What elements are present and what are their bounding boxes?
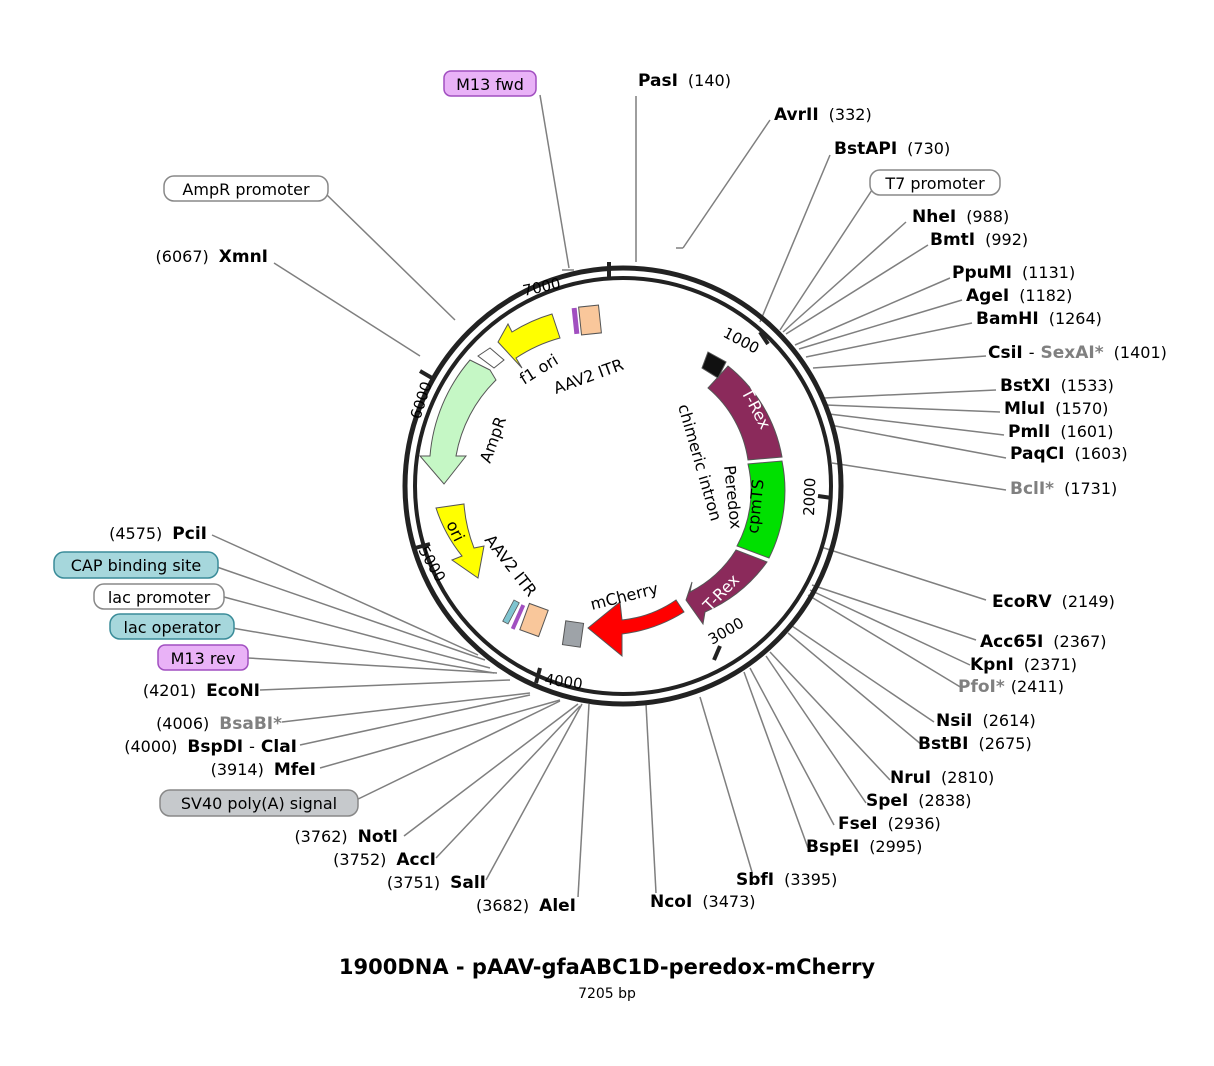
enzyme-label[interactable]: SpeI(2838): [866, 791, 971, 811]
feature-cpmts[interactable]: [736, 460, 786, 559]
enzyme-label[interactable]: PmlI(1601): [1008, 422, 1114, 442]
enzyme-label[interactable]: BstXI(1533): [1000, 376, 1114, 396]
tick-2000: 2000: [800, 477, 819, 516]
tick-4000: 4000: [543, 670, 583, 693]
enzyme-label[interactable]: BstBI(2675): [918, 734, 1032, 754]
feature-ampr-promoter[interactable]: [477, 347, 505, 369]
feature-itr-bottom[interactable]: [519, 602, 549, 638]
label-aav2-itr-top: AAV2 ITR: [551, 355, 626, 398]
enzyme-label[interactable]: PaqCI(1603): [1010, 444, 1128, 464]
feature-bottom-blue: [502, 599, 520, 625]
feature-trex-1[interactable]: [707, 365, 783, 461]
backbone-inner: [413, 276, 833, 696]
plasmid-title: 1900DNA - pAAV-gfaABC1D-peredox-mCherry: [338, 955, 876, 979]
feature-ampr[interactable]: [418, 359, 497, 485]
enzyme-label[interactable]: NheI(988): [912, 207, 1009, 227]
enzyme-label[interactable]: (3751)SalI: [387, 873, 486, 893]
enzyme-label[interactable]: PasI(140): [638, 71, 731, 91]
feature-chimeric-intron[interactable]: [701, 351, 727, 379]
enzymes-bottom-right: EcoRV(2149) Acc65I(2367) KpnI(2371) PfoI…: [650, 592, 1115, 912]
lac-operator-label: lac operator: [124, 618, 221, 637]
enzyme-label[interactable]: AgeI(1182): [966, 286, 1072, 306]
enzyme-label[interactable]: SbfI(3395): [736, 870, 837, 890]
label-chimeric-intron: chimeric intron: [674, 402, 726, 523]
feature-trex-2[interactable]: [685, 549, 768, 626]
tick-6000: 6000: [407, 379, 436, 421]
ampr-promoter-box[interactable]: [163, 175, 329, 202]
t7-promoter-label: T7 promoter: [884, 174, 985, 193]
enzyme-label[interactable]: CsiI-SexAI*(1401): [988, 343, 1167, 363]
enzyme-label[interactable]: (4201)EcoNI: [143, 681, 260, 701]
label-ampr: AmpR: [476, 414, 510, 465]
plasmid-length: 7205 bp: [578, 986, 636, 1002]
tick-marks: [414, 262, 833, 684]
enzyme-label[interactable]: (4006)BsaBI*: [156, 714, 282, 734]
label-aav2-itr-bottom: AAV2 ITR: [481, 531, 541, 600]
lac-promoter-box[interactable]: [93, 583, 225, 610]
enzyme-label[interactable]: (3682)AleI: [476, 896, 576, 916]
cap-binding-site-label: CAP binding site: [71, 556, 201, 575]
tick-3000: 3000: [705, 614, 747, 649]
enzyme-label[interactable]: PfoI*(2411): [958, 677, 1064, 697]
t7-promoter-box[interactable]: [869, 169, 1001, 196]
feature-top-purple: [571, 307, 580, 335]
enzyme-label[interactable]: BclI*(1731): [1010, 479, 1117, 499]
ampr-promoter-label: AmpR promoter: [182, 180, 310, 199]
features: [418, 304, 786, 658]
feature-itr-top[interactable]: [578, 304, 602, 336]
enzyme-label[interactable]: BmtI(992): [930, 230, 1028, 250]
label-peredox: Peredox: [720, 464, 746, 530]
lac-promoter-label: lac promoter: [108, 588, 211, 607]
enzyme-label[interactable]: AvrII(332): [774, 105, 872, 125]
enzyme-label[interactable]: Acc65I(2367): [980, 632, 1107, 652]
lac-operator-box[interactable]: [109, 613, 235, 640]
enzyme-label[interactable]: NsiI(2614): [936, 711, 1036, 731]
m13-rev-box[interactable]: [157, 644, 249, 671]
enzyme-label[interactable]: PpuMI(1131): [952, 263, 1075, 283]
tick-1000: 1000: [720, 324, 762, 358]
feature-mcherry[interactable]: [587, 599, 685, 658]
enzyme-label[interactable]: MluI(1570): [1004, 399, 1108, 419]
enzyme-label[interactable]: EcoRV(2149): [992, 592, 1115, 612]
sv40-polya-box[interactable]: [159, 789, 359, 817]
enzymes-left: (3682)AleI (3751)SalI (3752)AccI (3762)N…: [109, 247, 576, 916]
enzyme-label[interactable]: (3752)AccI: [333, 850, 436, 870]
feature-ori[interactable]: [435, 503, 485, 579]
tick-7000: 7000: [521, 274, 562, 300]
enzyme-label[interactable]: NcoI(3473): [650, 892, 756, 912]
enzyme-label[interactable]: NruI(2810): [890, 768, 994, 788]
enzyme-label[interactable]: (6067)XmnI: [156, 247, 268, 267]
enzyme-label[interactable]: FseI(2936): [838, 814, 941, 834]
feature-sv40[interactable]: [561, 620, 585, 648]
feature-bottom-purple: [510, 604, 526, 630]
m13-fwd-label: M13 fwd: [456, 75, 524, 94]
enzyme-label[interactable]: BamHI(1264): [976, 309, 1102, 329]
leader-lines: [211, 94, 1007, 898]
feature-f1-ori[interactable]: [497, 313, 561, 369]
cap-binding-site-box[interactable]: [53, 551, 219, 579]
sv40-polya-label: SV40 poly(A) signal: [181, 794, 337, 813]
label-mcherry: mCherry: [588, 579, 660, 614]
enzymes-top-right: PasI(140) AvrII(332) BstAPI(730) NheI(98…: [638, 71, 1167, 499]
enzyme-label[interactable]: BspEI(2995): [806, 837, 922, 857]
m13-rev-label: M13 rev: [171, 649, 236, 668]
enzyme-label[interactable]: (4575)PciI: [109, 524, 207, 544]
enzyme-label[interactable]: BstAPI(730): [834, 139, 950, 159]
backbone-outer: [402, 265, 844, 707]
enzyme-label[interactable]: (3762)NotI: [294, 827, 398, 847]
enzyme-label[interactable]: KpnI(2371): [970, 655, 1077, 675]
feature-label-boxes: M13 fwd AmpR promoter T7 promoter CAP bi…: [53, 70, 1001, 817]
enzyme-label[interactable]: (4000)BspDI-ClaI: [124, 737, 297, 757]
enzyme-label[interactable]: (3914)MfeI: [211, 760, 316, 780]
m13-fwd-box[interactable]: [443, 70, 537, 97]
